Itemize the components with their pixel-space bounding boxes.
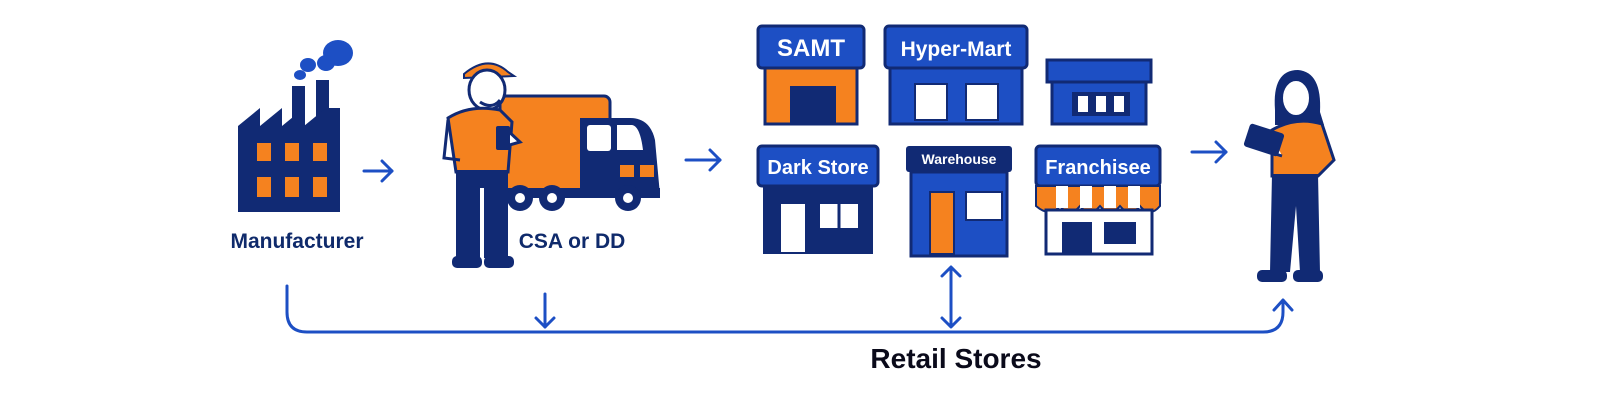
store-hypermart: Hyper-Mart: [883, 24, 1029, 126]
store-label-samt: SAMT: [777, 35, 845, 62]
arrow-down-icon: [534, 292, 556, 329]
arrow-right-icon: [362, 159, 394, 183]
manufacturer-label: Manufacturer: [230, 230, 364, 253]
shopper-with-tablet-icon: [1243, 70, 1336, 282]
store-label-franchisee: Franchisee: [1045, 157, 1151, 179]
distributor-label: CSA or DD: [518, 230, 626, 253]
delivery-person-icon: [442, 62, 523, 268]
retail-stores-label: Retail Stores: [870, 343, 1042, 374]
bidirectional-arrow-icon: [940, 265, 962, 329]
store-warehouse: Warehouse: [906, 146, 1012, 258]
store-unnamed: [1045, 58, 1153, 126]
retail-stores-flow-line: [285, 284, 1294, 334]
delivery-truck-icon: [498, 94, 660, 211]
factory-icon: [238, 40, 353, 212]
arrow-right-icon: [684, 148, 722, 172]
store-darkstore: Dark Store: [756, 144, 880, 254]
store-label-warehouse: Warehouse: [922, 151, 997, 167]
store-label-hypermart: Hyper-Mart: [901, 38, 1012, 61]
store-franchisee: Franchisee: [1034, 144, 1162, 256]
store-samt: SAMT: [756, 24, 866, 126]
arrow-right-icon: [1190, 140, 1228, 164]
store-label-darkstore: Dark Store: [767, 157, 868, 179]
